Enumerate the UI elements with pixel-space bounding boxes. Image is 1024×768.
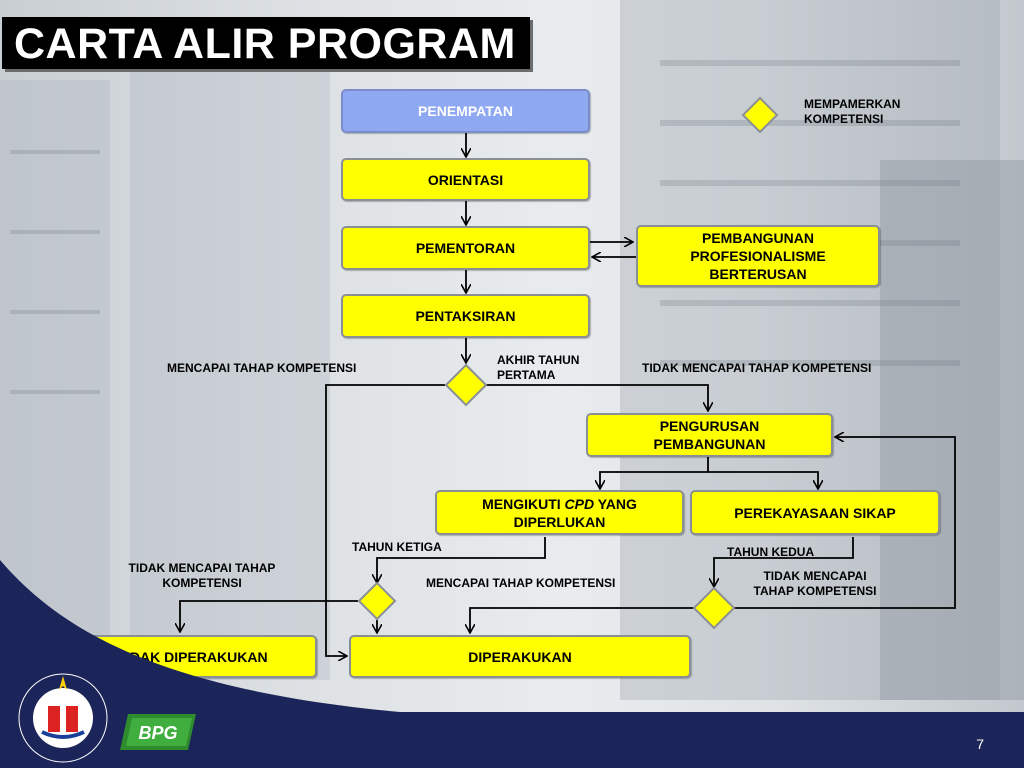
label-mencapai-1: MENCAPAI TAHAP KOMPETENSI (167, 361, 357, 375)
node-penempatan: PENEMPATAN (341, 89, 590, 133)
svg-text:BPG: BPG (138, 723, 177, 743)
page-number: 7 (976, 736, 984, 752)
label-mencapai-2: MENCAPAI TAHAP KOMPETENSI (426, 576, 616, 590)
node-pementoran: PEMENTORAN (341, 226, 590, 270)
node-perekayasaan-sikap: PEREKAYASAAN SIKAP (690, 490, 940, 535)
node-diperakukan: DIPERAKUKAN (349, 635, 691, 678)
node-mengikuti-cpd: MENGIKUTI CPD YANG DIPERLUKAN (435, 490, 684, 535)
bpg-logo: BPG (120, 714, 196, 750)
ministry-logo (18, 673, 108, 763)
page-title: CARTA ALIR PROGRAM (2, 17, 530, 69)
node-pentaksiran: PENTAKSIRAN (341, 294, 590, 338)
footer-curve (0, 560, 400, 720)
label-tahun-kedua: TAHUN KEDUA (727, 545, 815, 559)
decision-diamond-year3 (357, 581, 397, 621)
label-tahun-ketiga: TAHUN KETIGA (352, 540, 442, 554)
label-tidak-mencapai-1: TIDAK MENCAPAI TAHAP KOMPETENSI (642, 361, 872, 375)
decision-diamond-year2 (692, 586, 736, 630)
decision-diamond-icon (741, 96, 779, 134)
decision-diamond-year1 (444, 363, 488, 407)
node-orientasi: ORIENTASI (341, 158, 590, 201)
